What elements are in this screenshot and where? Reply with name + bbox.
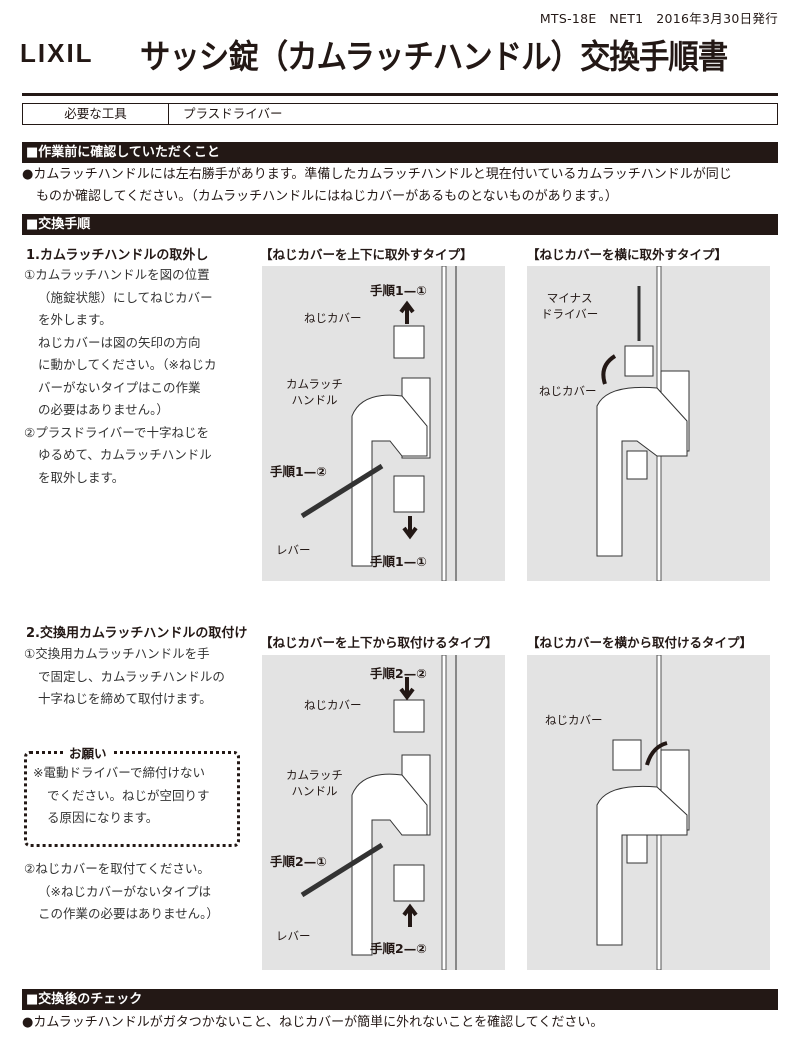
fig2a-step-bottom: 手順2—②	[370, 941, 427, 956]
post-check-line: ●カムラッチハンドルがガタつかないこと、ねじカバーが簡単に外れないことを確認して…	[22, 1015, 604, 1030]
handle-diagram	[300, 654, 457, 971]
fig1a-cover-label: ねじカバー	[304, 311, 362, 325]
text-line: でください。ねじが空回りす	[47, 787, 210, 803]
fig1b-illustration: マイナス ドライバー ねじカバー	[527, 265, 770, 582]
handle-side-diagram	[596, 265, 690, 582]
fig2a-illustration: 手順2—② ねじカバー カムラッチ ハンドル 手順2—① レバー 手順2—②	[262, 654, 505, 971]
lixil-logo: LIXIL	[20, 38, 94, 68]
text-line: この作業の必要はありません。）	[38, 906, 219, 921]
text-line: 十字ねじを締めて取付けます。	[38, 691, 212, 706]
note-heading: お願い	[65, 743, 111, 762]
fig1a-lever-label: レバー	[276, 543, 311, 557]
step2-title: 2.交換用カムラッチハンドルの取付け	[26, 626, 248, 641]
step1-title: 1.カムラッチハンドルの取外し	[26, 248, 209, 263]
fig1b-driver-label: マイナス ドライバー	[541, 291, 599, 321]
fig2a-handle-label: カムラッチ ハンドル	[286, 768, 343, 798]
text-line: を取外します。	[38, 469, 125, 485]
step2-text: ①交換用カムラッチハンドルを手で固定し、カムラッチハンドルの十字ねじを締めて取付…	[24, 643, 225, 711]
note-text: ※電動ドライバーで締付けないでください。ねじが空回りする原因になります。	[33, 762, 210, 830]
page-title: サッシ錠（カムラッチハンドル）交換手順書	[140, 37, 728, 76]
text-line: ①カムラッチハンドルを図の位置	[24, 267, 210, 282]
text-line: ※電動ドライバーで締付けない	[33, 765, 205, 780]
text-line: ゆるめて、カムラッチハンドル	[38, 447, 212, 462]
handle-diagram	[300, 265, 457, 582]
text-line: ②ねじカバーを取付てください。	[24, 861, 210, 876]
fig1a-handle-label: カムラッチ ハンドル	[286, 377, 343, 407]
fig2b-illustration: ねじカバー	[527, 654, 770, 971]
text-line: を外します。	[38, 312, 112, 327]
fig1a-step-top: 手順1—①	[370, 283, 427, 298]
fig2b-title: 【ねじカバーを横から取付けるタイプ】	[527, 635, 753, 650]
fig2a-step-top: 手順2—②	[370, 666, 427, 681]
document-number: MTS-18E NET1 2016年3月30日発行	[539, 11, 778, 26]
fig2a-cover-label: ねじカバー	[304, 698, 362, 712]
pre-check-line1: ●カムラッチハンドルには左右勝手があります。準備したカムラッチハンドルと現在付い…	[22, 167, 732, 182]
step1-text: ①カムラッチハンドルを図の位置 （施錠状態）にしてねじカバーを外します。ねじカバー…	[24, 264, 216, 489]
tools-label: 必要な工具	[23, 104, 169, 124]
text-line: （※ねじカバーがないタイプは	[38, 883, 211, 899]
text-line: に動かしてください。（※ねじカ	[38, 357, 217, 372]
tools-table: 必要な工具 プラスドライバー	[22, 103, 778, 125]
text-line: （施錠状態）にしてねじカバー	[38, 289, 213, 305]
fig1a-step-bottom: 手順1—①	[370, 554, 427, 569]
title-rule	[22, 93, 778, 96]
procedure-heading: ■交換手順	[22, 214, 778, 235]
text-line: ①交換用カムラッチハンドルを手	[24, 646, 210, 661]
request-note: お願い ※電動ドライバーで締付けないでください。ねじが空回りする原因になります。	[24, 743, 240, 847]
fig1b-cover-label: ねじカバー	[539, 384, 597, 398]
post-check-heading: ■交換後のチェック	[22, 989, 778, 1010]
tools-value: プラスドライバー	[183, 106, 283, 121]
fig1a-title: 【ねじカバーを上下に取外すタイプ】	[260, 247, 473, 262]
text-line: る原因になります。	[47, 810, 159, 825]
handle-side-diagram	[596, 654, 690, 971]
fig1b-title: 【ねじカバーを横に取外すタイプ】	[527, 247, 728, 262]
fig2a-step-mid: 手順2—①	[270, 854, 327, 869]
step2-text2: ②ねじカバーを取付てください。 （※ねじカバーがないタイプはこの作業の必要はありま…	[24, 858, 219, 926]
text-line: ②プラスドライバーで十字ねじを	[24, 424, 209, 440]
fig1a-step-mid: 手順1—②	[270, 464, 327, 479]
pre-check-line2: ものか確認してください。（カムラッチハンドルにはねじカバーがあるものとないものが…	[36, 189, 618, 204]
text-line: の必要はありません。）	[38, 402, 169, 417]
fig2a-title: 【ねじカバーを上下から取付けるタイプ】	[260, 635, 498, 650]
fig1a-illustration: 手順1—① ねじカバー カムラッチ ハンドル 手順1—② レバー 手順1—①	[262, 265, 505, 582]
fig2a-lever-label: レバー	[276, 929, 311, 943]
pre-check-heading: ■作業前に確認していただくこと	[22, 142, 778, 163]
fig2b-cover-label: ねじカバー	[545, 713, 603, 727]
text-line: で固定し、カムラッチハンドルの	[38, 668, 225, 684]
text-line: ねじカバーは図の矢印の方向	[38, 334, 201, 350]
text-line: バーがないタイプはこの作業	[38, 379, 201, 395]
